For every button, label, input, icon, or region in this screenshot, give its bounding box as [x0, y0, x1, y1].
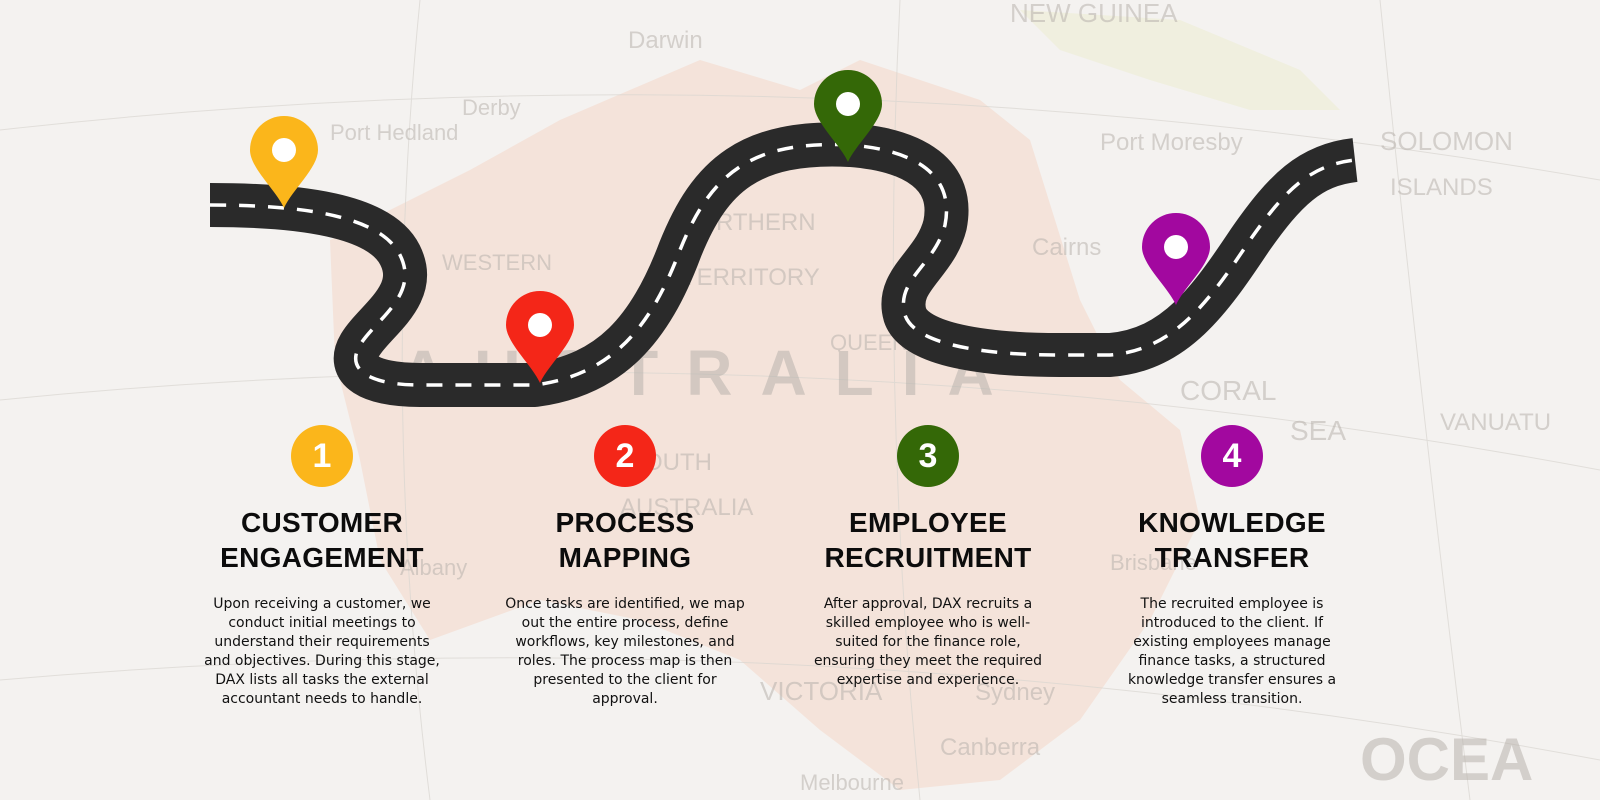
map-pin-icon [506, 291, 574, 383]
map-label-sydney: Sydney [975, 679, 1055, 706]
step-number-badge: 4 [1201, 425, 1263, 487]
map-label-brisbane: Brisbane [1110, 550, 1197, 575]
step-description: The recruited employee is introduced to … [1127, 596, 1337, 707]
step-title-line: CUSTOMER [240, 507, 404, 538]
map-label-darwin: Darwin [628, 27, 703, 54]
step-title: EMPLOYEE RECRUITMENT [778, 505, 1078, 575]
map-label-sea: SEA [1290, 415, 1346, 446]
step-title: CUSTOMER ENGAGEMENT [172, 505, 472, 575]
map-label-vanuatu: VANUATU [1440, 409, 1551, 436]
new-guinea-landmass [1020, 10, 1340, 110]
step-title-line: EMPLOYEE [849, 507, 1007, 538]
map-label-derby: Derby [462, 95, 521, 120]
map-pin-icon [250, 116, 318, 208]
road-center-line [209, 142, 1356, 387]
map-pin-icon [814, 70, 882, 162]
map-label-victoria: VICTORIA [760, 676, 883, 706]
step-title-line: ENGAGEMENT [220, 542, 424, 573]
step-customer-engagement: 1 CUSTOMER ENGAGEMENT Upon receiving a c… [172, 425, 472, 709]
step-title: KNOWLEDGE TRANSFER [1082, 505, 1382, 575]
step-number-badge: 2 [594, 425, 656, 487]
step-title-line: PROCESS [555, 507, 695, 538]
step-title-line: KNOWLEDGE [1138, 507, 1326, 538]
map-label-albany: Albany [400, 555, 467, 580]
map-label-canberra: Canberra [940, 734, 1041, 761]
map-label-solomon: SOLOMON [1380, 126, 1513, 156]
australia-landmass [330, 60, 1200, 790]
step-number-badge: 1 [291, 425, 353, 487]
map-label-new-guinea: NEW GUINEA [1010, 0, 1178, 28]
step-title-line: MAPPING [558, 542, 692, 573]
map-label-melbourne: Melbourne [800, 770, 904, 795]
step-employee-recruitment: 3 EMPLOYEE RECRUITMENT After approval, D… [778, 425, 1078, 690]
map-label-port-moresby: Port Moresby [1100, 129, 1243, 156]
map-pin-icon [1142, 213, 1210, 305]
map-label-coral: CORAL [1180, 375, 1276, 406]
step-number-badge: 3 [897, 425, 959, 487]
map-label-ocean: OCEA [1360, 726, 1533, 793]
map-label-islands: ISLANDS [1390, 174, 1493, 201]
step-title-line: TRANSFER [1154, 542, 1310, 573]
map-label-cairns: Cairns [1032, 234, 1101, 261]
map-label-port-hedland: Port Hedland [330, 120, 458, 145]
step-process-mapping: 2 PROCESS MAPPING Once tasks are identif… [475, 425, 775, 709]
step-description: After approval, DAX recruits a skilled e… [813, 596, 1043, 688]
step-title-line: RECRUITMENT [824, 542, 1032, 573]
step-description: Once tasks are identified, we map out th… [505, 596, 745, 707]
map-label-western: WESTERN [442, 250, 552, 275]
step-knowledge-transfer: 4 KNOWLEDGE TRANSFER The recruited emplo… [1082, 425, 1382, 709]
step-description: Upon receiving a customer, we conduct in… [204, 596, 440, 707]
step-title: PROCESS MAPPING [475, 505, 775, 575]
map-label-territory: TERRITORY [682, 264, 820, 291]
map-label-south-australia: AUSTRALIA [620, 494, 753, 521]
